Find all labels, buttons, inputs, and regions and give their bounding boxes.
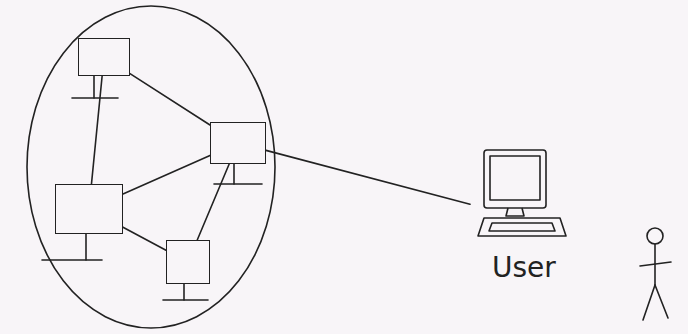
connector-line xyxy=(266,150,470,204)
stem-symbol xyxy=(42,234,102,260)
host-box xyxy=(78,38,130,76)
connector-line xyxy=(130,74,210,125)
connector-line xyxy=(123,155,210,194)
connector-line xyxy=(91,76,102,184)
host-box xyxy=(210,122,266,164)
network-region xyxy=(25,4,277,330)
stem-symbol xyxy=(72,76,118,98)
connector-line xyxy=(123,227,166,250)
region-outline xyxy=(25,4,277,330)
host-box xyxy=(166,240,210,284)
stick-figure xyxy=(640,228,671,320)
user-label: User xyxy=(492,252,556,284)
stem-symbol xyxy=(163,284,208,300)
computer-terminal: User xyxy=(470,148,582,290)
connector-line xyxy=(197,164,229,240)
host-box xyxy=(55,184,123,234)
